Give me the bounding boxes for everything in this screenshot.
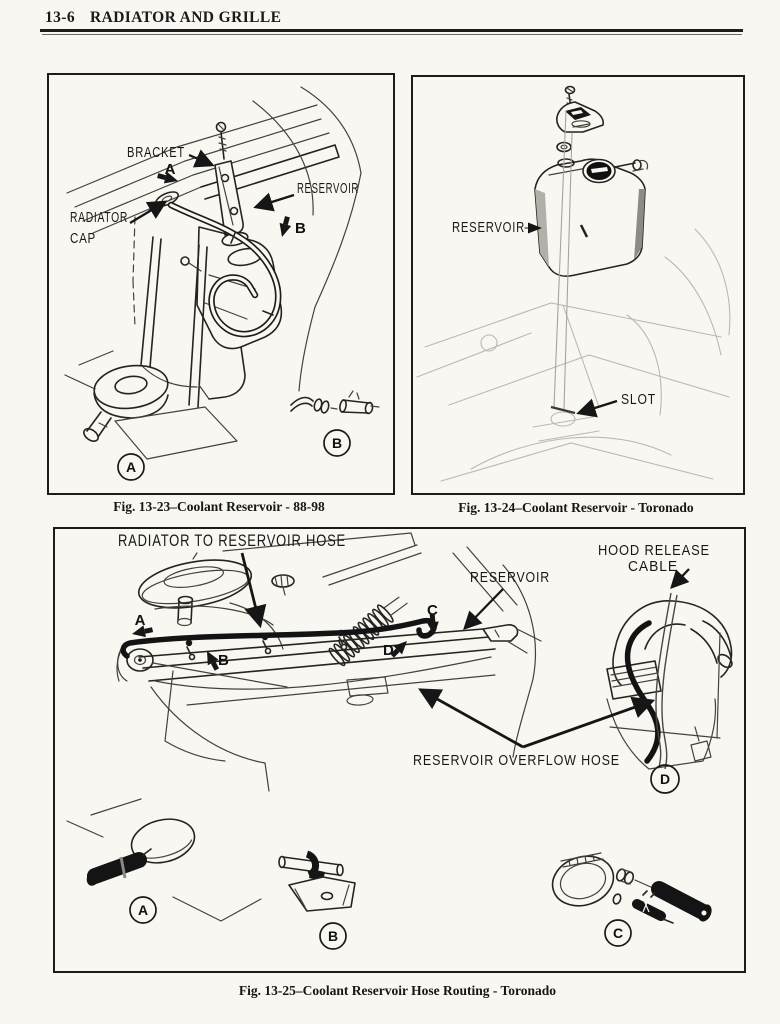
figure-13-23-drawing: BRACKET A RESERVOIR RADIATOR CAP B (64, 86, 380, 481)
engine-compartment-art (117, 532, 536, 758)
overflow-pointer-arrow-left (418, 688, 524, 749)
detail-a-letter: A (126, 459, 136, 475)
callout-b: B (295, 220, 306, 237)
detail-b-marker (323, 429, 351, 457)
radiator-to-reservoir-hose-art (120, 617, 437, 661)
detail-b-marker (319, 922, 347, 950)
reservoir-tank-art (534, 158, 649, 277)
label-reservoir: RESERVOIR (297, 180, 359, 197)
cable-pointer-arrow (670, 568, 690, 590)
label-hood-release: HOOD RELEASE (598, 542, 710, 559)
figure-13-23-frame: BRACKET A RESERVOIR RADIATOR CAP B (47, 73, 395, 495)
faint-body-sketch (416, 228, 731, 482)
detail-d-letter: D (660, 771, 670, 787)
callout-a: A (135, 612, 146, 629)
label-cable: CABLE (628, 558, 678, 575)
figure-13-23-caption: Fig. 13-23–Coolant Reservoir - 88-98 (113, 499, 325, 514)
detail-a-art (66, 798, 262, 922)
page-number: 13-6 (45, 9, 76, 26)
reservoir-pointer-arrow (253, 192, 295, 212)
label-reservoir: RESERVOIR (452, 219, 525, 236)
figure-13-24-drawing: RESERVOIR SLOT (416, 85, 731, 482)
slot-pointer-arrow (576, 398, 618, 418)
detail-c-art (551, 852, 712, 924)
hood-release-area-art (606, 592, 733, 770)
page-header: 13-6 RADIATOR AND GRILLE (45, 9, 281, 27)
header-rule (40, 29, 743, 32)
engine-bay-art (66, 86, 362, 408)
radiator-support-art (116, 624, 542, 792)
label-slot: SLOT (621, 391, 656, 408)
figure-13-25-frame: RADIATOR TO RESERVOIR HOSE RESERVOIR HOO… (53, 527, 746, 973)
detail-c-letter: C (613, 925, 623, 941)
reservoir-pointer-arrowhead (528, 222, 542, 234)
detail-a-letter: A (138, 902, 148, 918)
figure-13-25-drawing: RADIATOR TO RESERVOIR HOSE RESERVOIR HOO… (66, 532, 733, 950)
slot-mark (550, 405, 576, 415)
callout-a: A (165, 161, 176, 178)
bracket-art (556, 101, 604, 133)
reservoir-pointer-arrow (463, 588, 504, 630)
detail-c-marker (604, 919, 632, 947)
callout-b-arrow-icon (279, 216, 292, 237)
label-reservoir-overflow-hose: RESERVOIR OVERFLOW HOSE (413, 752, 620, 769)
detail-b-letter: B (328, 928, 338, 944)
overflow-pointer-arrow-right (522, 696, 656, 749)
mounting-rod-lines (553, 110, 573, 410)
label-cap: CAP (70, 230, 96, 247)
figure-13-24-caption: Fig. 13-24–Coolant Reservoir - Toronado (458, 500, 694, 515)
callout-b: B (218, 652, 229, 669)
callout-c: C (427, 602, 438, 619)
radiator-cap-pointer-arrow (129, 200, 168, 224)
callout-c-arrow-icon (426, 613, 439, 635)
figure-13-24-frame: RESERVOIR SLOT (411, 75, 745, 495)
callout-d-arrow-icon (390, 641, 407, 658)
hose-pointer-arrow (240, 552, 267, 629)
section-title: RADIATOR AND GRILLE (90, 9, 282, 26)
detail-a-art (64, 350, 238, 460)
detail-a-marker (129, 896, 157, 924)
label-radiator-to-reservoir-hose: RADIATOR TO RESERVOIR HOSE (118, 532, 346, 550)
overflow-hose-art (167, 201, 282, 338)
detail-b-letter: B (332, 435, 342, 451)
detail-a-marker (117, 453, 145, 481)
detail-d-marker (650, 764, 680, 794)
bracket-pointer-arrow (188, 149, 215, 168)
detail-b-art (290, 390, 380, 415)
detail-b-art (278, 850, 356, 912)
callout-a-arrow-icon (157, 171, 178, 184)
header-rule-shadow (42, 34, 742, 35)
label-radiator: RADIATOR (70, 209, 128, 226)
callout-d: D (383, 642, 394, 659)
callout-a-arrow-icon (132, 625, 154, 638)
figure-13-25-caption: Fig. 13-25–Coolant Reservoir Hose Routin… (238, 983, 557, 998)
label-reservoir: RESERVOIR (470, 569, 550, 586)
label-bracket: BRACKET (127, 144, 185, 161)
callout-b-arrow-icon (207, 651, 220, 671)
